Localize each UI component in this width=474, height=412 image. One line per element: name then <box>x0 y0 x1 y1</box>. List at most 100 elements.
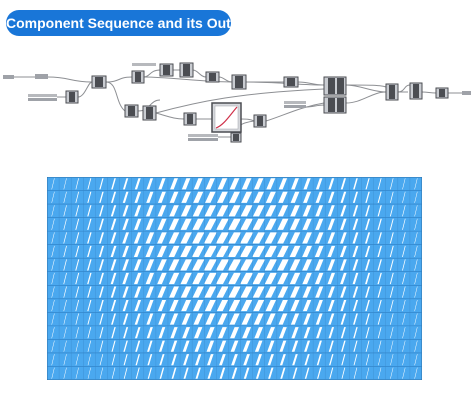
panel-opening <box>135 340 141 352</box>
panel-opening <box>377 178 382 190</box>
panel-opening <box>327 286 335 298</box>
panel-opening <box>402 367 406 379</box>
panel-opening <box>402 205 406 217</box>
panel-opening <box>99 191 104 203</box>
panel-opening <box>134 178 141 190</box>
panel-opening <box>241 313 252 325</box>
panel-opening <box>157 232 167 244</box>
panel-opening <box>63 300 67 312</box>
panel-opening <box>51 259 55 271</box>
panel-opening <box>365 272 371 285</box>
panel-opening <box>145 245 155 257</box>
panel-opening <box>289 272 301 285</box>
panel-opening <box>264 218 277 230</box>
panel-opening <box>276 245 289 257</box>
panel-opening <box>168 245 180 257</box>
panel-opening <box>147 354 153 366</box>
panel-opening <box>110 286 117 298</box>
panel-opening <box>75 300 80 312</box>
panel-opening <box>147 340 153 352</box>
panel-opening <box>98 245 105 257</box>
panel-opening <box>267 354 274 366</box>
panel-opening <box>266 327 275 339</box>
section-title: Component Sequence and its Output <box>6 10 253 36</box>
component-block-icon <box>159 63 174 77</box>
panel-opening <box>180 232 192 244</box>
graph-mapper-icon <box>211 102 242 133</box>
panel-opening <box>402 218 406 230</box>
component-block-icon <box>323 76 347 96</box>
panel-opening <box>414 205 418 217</box>
panel-opening <box>389 272 394 285</box>
panel-opening <box>204 218 217 230</box>
component-block-icon <box>124 104 139 118</box>
panel-opening <box>207 354 214 366</box>
panel-opening <box>304 367 310 379</box>
panel-opening <box>264 272 277 285</box>
panel-opening <box>122 232 129 244</box>
panel-opening <box>340 286 347 298</box>
panel-opening <box>227 272 242 285</box>
panel-opening <box>291 327 299 339</box>
panel-opening <box>51 232 55 244</box>
panel-opening <box>51 218 55 230</box>
panel-opening <box>192 286 204 298</box>
panel-opening <box>252 232 266 244</box>
panel-opening <box>314 245 324 257</box>
panel-opening <box>204 205 217 217</box>
component-block-icon <box>409 82 423 100</box>
panel-opening <box>87 272 92 285</box>
panel-opening <box>168 259 180 271</box>
panel-opening <box>158 178 166 190</box>
panel-opening <box>229 313 240 325</box>
panel-opening <box>111 367 116 379</box>
panel-opening <box>277 300 288 312</box>
panel-opening <box>215 232 230 244</box>
panel-opening <box>289 245 301 257</box>
panel-opening <box>291 178 299 190</box>
panel-opening <box>227 245 242 257</box>
panel-opening <box>110 205 117 217</box>
panel-opening <box>365 313 370 325</box>
panel-opening <box>192 232 205 244</box>
panel-opening <box>98 259 105 271</box>
panel-opening <box>279 340 287 352</box>
panel-opening <box>302 205 312 217</box>
panel-opening <box>111 354 116 366</box>
panel-opening <box>134 191 141 203</box>
panel-opening <box>377 259 382 271</box>
panel-opening <box>277 259 289 271</box>
panel-opening <box>252 205 265 217</box>
panel-opening <box>98 218 104 230</box>
param-node <box>462 91 471 95</box>
panel-opening <box>87 313 92 325</box>
panel-opening <box>303 178 311 190</box>
slider-node <box>28 94 57 97</box>
panel-opening <box>145 286 154 298</box>
panel-opening <box>267 340 275 352</box>
panel-opening <box>240 205 253 217</box>
panel-opening <box>243 367 250 379</box>
panel-opening <box>229 178 240 190</box>
panel-opening <box>75 205 80 217</box>
panel-opening <box>110 232 117 244</box>
slider-node <box>284 105 306 108</box>
panel-opening <box>122 218 129 230</box>
panel-opening <box>87 367 91 379</box>
panel-opening <box>414 354 418 366</box>
panel-opening <box>99 327 104 339</box>
panel-opening <box>340 327 346 339</box>
panel-opening <box>51 313 55 325</box>
component-block-icon <box>323 96 347 114</box>
panel-opening <box>265 286 277 298</box>
panel-opening <box>75 232 80 244</box>
panel-opening <box>180 205 192 217</box>
panel-opening <box>145 232 155 244</box>
panel-opening <box>377 327 382 339</box>
panel-opening <box>145 259 155 271</box>
panel-opening <box>377 340 382 352</box>
panel-opening <box>122 313 129 325</box>
panel-opening <box>402 327 406 339</box>
panel-opening <box>145 205 154 217</box>
panel-opening <box>365 232 371 244</box>
